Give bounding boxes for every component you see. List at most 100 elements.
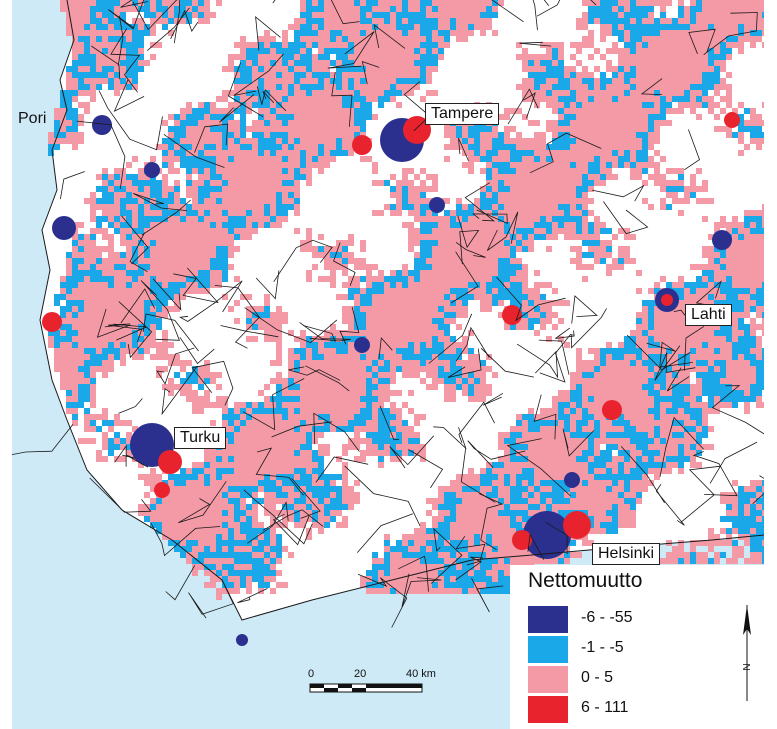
migration-cell <box>48 342 54 348</box>
migration-cell <box>288 348 294 354</box>
migration-cell <box>480 30 486 36</box>
migration-cell <box>666 354 672 360</box>
migration-cell <box>582 222 588 228</box>
migration-cell <box>504 228 510 234</box>
migration-cell <box>504 192 510 198</box>
migration-cell <box>696 390 702 396</box>
migration-cell <box>594 354 600 360</box>
migration-cell <box>678 210 684 216</box>
migration-cell <box>432 30 438 36</box>
migration-cell <box>684 90 690 96</box>
migration-cell <box>528 246 534 252</box>
migration-cell <box>630 78 636 84</box>
migration-cell <box>186 18 192 24</box>
migration-cell <box>252 192 258 198</box>
migration-cell <box>744 354 750 360</box>
migration-cell <box>624 372 630 378</box>
migration-cell <box>96 228 102 234</box>
migration-cell <box>228 180 234 186</box>
migration-cell <box>660 156 666 162</box>
migration-cell <box>180 0 186 6</box>
migration-cell <box>180 366 186 372</box>
migration-cell <box>702 384 708 390</box>
migration-cell <box>714 294 720 300</box>
migration-cell <box>756 12 762 18</box>
migration-cell <box>498 228 504 234</box>
migration-cell <box>264 396 270 402</box>
migration-cell <box>642 72 648 78</box>
migration-cell <box>342 372 348 378</box>
migration-cell <box>318 12 324 18</box>
migration-cell <box>420 18 426 24</box>
migration-cell <box>384 180 390 186</box>
migration-cell <box>150 192 156 198</box>
migration-cell <box>600 54 606 60</box>
migration-cell <box>552 288 558 294</box>
migration-cell <box>738 36 744 42</box>
migration-cell <box>576 384 582 390</box>
migration-cell <box>102 12 108 18</box>
migration-cell <box>372 114 378 120</box>
migration-cell <box>606 162 612 168</box>
migration-cell <box>108 72 114 78</box>
migration-cell <box>618 0 624 6</box>
migration-cell <box>162 354 168 360</box>
migration-cell <box>576 348 582 354</box>
migration-cell <box>90 18 96 24</box>
migration-cell <box>582 18 588 24</box>
migration-cell <box>750 288 756 294</box>
migration-cell <box>300 96 306 102</box>
migration-cell <box>150 336 156 342</box>
migration-cell <box>444 330 450 336</box>
migration-cell <box>750 126 756 132</box>
migration-cell <box>678 336 684 342</box>
migration-cell <box>726 378 732 384</box>
migration-cell <box>600 240 606 246</box>
migration-cell <box>84 0 90 6</box>
migration-cell <box>408 276 414 282</box>
migration-cell <box>630 126 636 132</box>
migration-cell <box>378 360 384 366</box>
migration-cell <box>630 66 636 72</box>
migration-cell <box>120 198 126 204</box>
migration-cell <box>372 318 378 324</box>
migration-cell <box>186 162 192 168</box>
migration-cell <box>678 378 684 384</box>
migration-cell <box>156 276 162 282</box>
migration-cell <box>426 270 432 276</box>
migration-cell <box>606 126 612 132</box>
migration-cell <box>582 0 588 6</box>
migration-cell <box>756 144 762 150</box>
migration-cell <box>264 294 270 300</box>
migration-cell <box>162 0 168 6</box>
migration-cell <box>330 252 336 258</box>
migration-cell <box>336 132 342 138</box>
migration-cell <box>600 252 606 258</box>
migration-cell <box>78 90 84 96</box>
migration-cell <box>204 246 210 252</box>
migration-cell <box>246 210 252 216</box>
migration-cell <box>690 282 696 288</box>
migration-cell <box>192 240 198 246</box>
migration-cell <box>714 18 720 24</box>
migration-cell <box>132 270 138 276</box>
migration-cell <box>330 102 336 108</box>
migration-cell <box>102 318 108 324</box>
migration-cell <box>204 150 210 156</box>
migration-cell <box>228 162 234 168</box>
migration-cell <box>642 318 648 324</box>
migration-cell <box>252 96 258 102</box>
migration-cell <box>660 390 666 396</box>
migration-cell <box>276 378 282 384</box>
migration-cell <box>192 12 198 18</box>
migration-cell <box>264 168 270 174</box>
migration-cell <box>132 336 138 342</box>
migration-cell <box>648 102 654 108</box>
migration-cell <box>612 12 618 18</box>
migration-cell <box>180 378 186 384</box>
migration-cell <box>144 312 150 318</box>
migration-cell <box>402 198 408 204</box>
migration-cell <box>216 132 222 138</box>
migration-cell <box>438 276 444 282</box>
migration-cell <box>234 138 240 144</box>
